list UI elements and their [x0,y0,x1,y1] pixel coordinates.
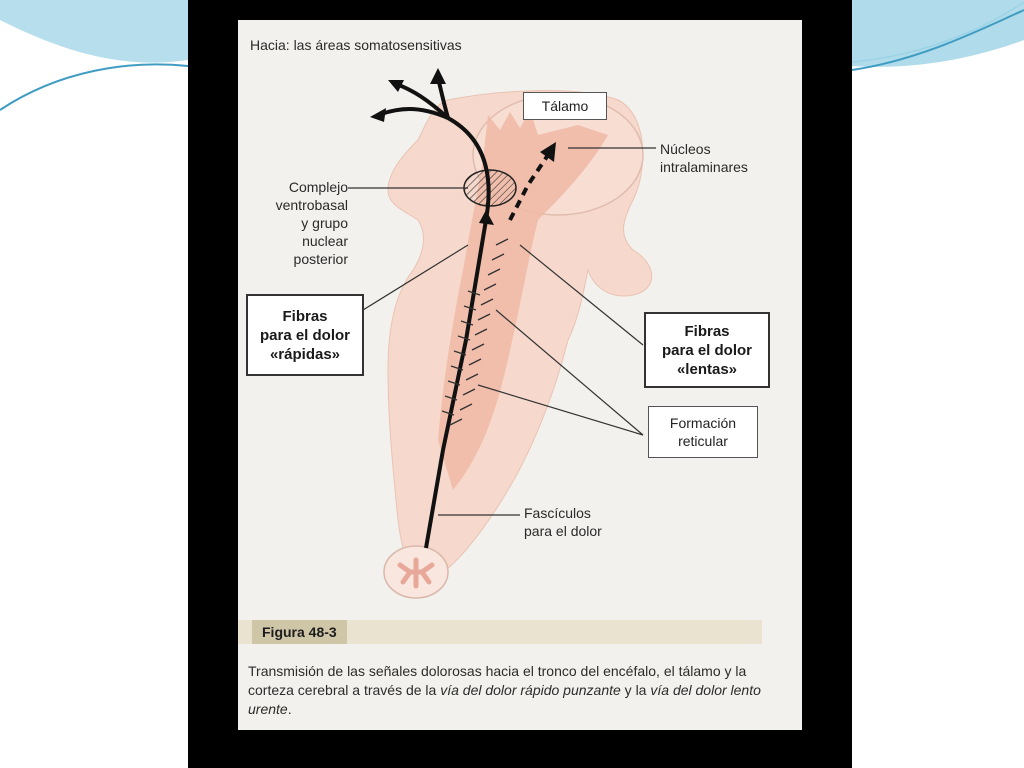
caption-italic-1: vía del dolor rápido punzante [440,682,621,698]
fast-pain-pathway [424,116,491,549]
complejo-line-1: Complejo [288,179,348,195]
fasciculos-line-2: para el dolor [524,523,602,539]
arrowhead-2 [388,80,404,92]
slow-fibers-line-3: «lentas» [676,360,738,378]
reticular-arrows [441,238,509,426]
fast-fibers-line-3: «rápidas» [269,345,341,363]
fasciculos-line-1: Fascículos [524,505,591,521]
caption-part-1: Transmisión de las señales dolorosas hac… [248,663,747,698]
swoosh-right-line [851,9,1024,71]
arrowhead-ventrobasal [479,210,494,225]
top-label: Hacia: las áreas somatosensitivas [250,37,462,53]
swoosh-right-line-2 [851,1,1024,63]
complejo-line-3: y grupo [301,215,348,231]
fast-fibers-line-1: Fibras [282,307,328,325]
figure-caption: Transmisión de las señales dolorosas hac… [248,662,793,719]
figure-page: Hacia: las áreas somatosensitivas Tálamo… [238,20,802,730]
thalamus-text: Tálamo [541,98,589,114]
arrowhead-slow [540,142,556,162]
swoosh-left-line [0,63,189,111]
complejo-line-2: ventrobasal [275,197,348,213]
nucleos-label: Núcleos intralaminares [660,140,748,176]
fast-fibers-line-2: para el dolor [259,326,351,344]
caption-italic-2: vía del dolor lento urente [248,682,761,717]
slow-fibers-line-2: para el dolor [661,341,753,359]
leader-lines [348,147,656,516]
reticular-line-1: Formación [669,415,737,431]
swoosh-right-top [852,0,1024,67]
slow-fibers-line-1: Fibras [684,322,730,340]
complejo-line-4: nuclear [302,233,348,249]
swoosh-left-top [0,0,188,63]
fasciculos-label: Fascículos para el dolor [524,504,602,540]
gray-matter-h [397,557,435,589]
nucleos-line-2: intralaminares [660,159,748,175]
reticular-box: Formación reticular [648,406,758,458]
fast-fibers-box: Fibras para el dolor «rápidas» [246,294,364,376]
figure-number: Figura 48-3 [252,620,347,644]
caption-part-3: . [287,701,292,717]
thalamus-label: Tálamo [523,92,607,120]
caption-part-2: y la [620,682,651,698]
arrowhead-1 [370,108,386,122]
pain-pathway-diagram [348,68,656,599]
reticular-line-2: reticular [678,433,728,449]
complejo-label: Complejo ventrobasal y grupo nuclear pos… [248,178,348,268]
complejo-line-5: posterior [293,251,348,267]
slow-fibers-box: Fibras para el dolor «lentas» [644,312,770,388]
slow-pain-pathway [508,153,550,221]
nucleos-line-1: Núcleos [660,141,711,157]
arrowhead-3 [430,68,446,84]
